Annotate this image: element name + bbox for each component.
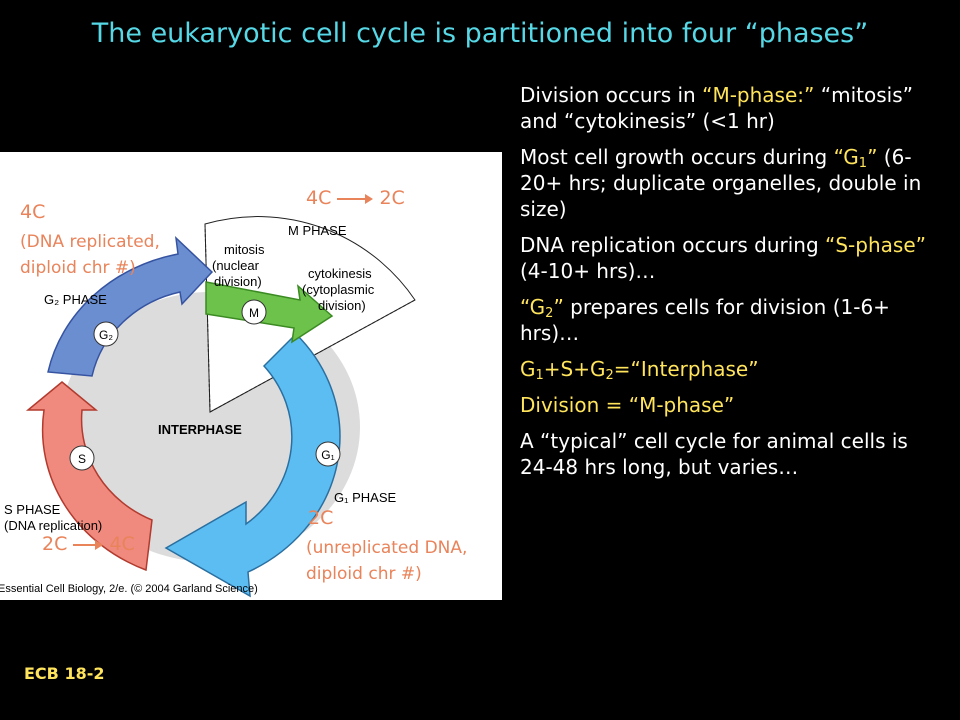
m-segment-label: M	[249, 306, 259, 320]
g1-arrow	[164, 332, 341, 598]
annotation-bottom-right-line3: diploid chr #)	[306, 564, 422, 584]
annotation-top-center: 4C 2C	[306, 186, 405, 210]
bullet-s-phase: DNA replication occurs during “S-phase” …	[520, 233, 926, 283]
annotation-top-left-line3: diploid chr #)	[20, 258, 136, 278]
annotation-bottom-left: 2C 4C	[42, 532, 135, 556]
s-segment-label: S	[78, 452, 86, 466]
cytokinesis-label-2: (cytoplasmic	[302, 282, 375, 297]
annotation-top-left-line1: 4C	[20, 201, 46, 223]
g2-segment-label: G₂	[99, 328, 113, 342]
s-phase-sublabel: (DNA replication)	[4, 518, 102, 533]
bullet-division: Division = “M-phase”	[520, 393, 735, 417]
right-arrow-icon	[337, 193, 374, 204]
annotation-top-center-to: 2C	[379, 187, 405, 209]
annotation-top-center-from: 4C	[306, 187, 332, 209]
s-arrow	[25, 381, 153, 572]
cell-cycle-figure: G₂ S G₁ M M PHASE G₂ PHASE INTERPHASE G₁…	[0, 152, 502, 600]
g1-phase-label: G₁ PHASE	[334, 490, 397, 505]
interphase-label: INTERPHASE	[158, 422, 242, 437]
annotation-bottom-right-line1: 2C	[308, 507, 334, 529]
m-phase-label: M PHASE	[288, 223, 347, 238]
annotation-bottom-left-from: 2C	[42, 533, 68, 555]
bullet-g2: “G2” prepares cells for division (1-6+ h…	[520, 295, 890, 345]
bullet-typical-cycle: A “typical” cell cycle for animal cells …	[520, 429, 908, 479]
annotation-bottom-left-to: 4C	[109, 533, 135, 555]
slide-title: The eukaryotic cell cycle is partitioned…	[91, 18, 869, 49]
m-arrow	[205, 281, 334, 344]
figure-credit: Essential Cell Biology, 2/e. (© 2004 Gar…	[0, 583, 258, 595]
cell-cycle-diagram: G₂ S G₁ M M PHASE G₂ PHASE INTERPHASE G₁…	[0, 216, 416, 598]
right-arrow-icon	[73, 539, 104, 550]
cytokinesis-label-3: division)	[318, 298, 366, 313]
mitosis-label-3: division)	[214, 274, 262, 289]
mitosis-label-1: mitosis	[224, 242, 265, 257]
annotation-top-left-line2: (DNA replicated,	[20, 232, 160, 252]
annotation-bottom-right-line2: (unreplicated DNA,	[306, 538, 468, 558]
figure-reference: ECB 18-2	[24, 664, 105, 683]
wedge-left-edge	[204, 223, 211, 413]
bullet-interphase: G1+S+G2=“Interphase”	[520, 357, 759, 383]
g1-segment-label: G₁	[321, 448, 334, 462]
s-phase-label: S PHASE	[4, 502, 61, 517]
bullet-m-phase: Division occurs in “M-phase:” “mitosis” …	[520, 83, 913, 133]
cytokinesis-label-1: cytokinesis	[308, 266, 372, 281]
phase-description-list: Division occurs in “M-phase:” “mitosis” …	[520, 82, 940, 490]
g2-phase-label: G₂ PHASE	[44, 292, 107, 307]
mitosis-label-2: (nuclear	[212, 258, 260, 273]
bullet-g1: Most cell growth occurs during “G1” (6-2…	[520, 145, 922, 221]
